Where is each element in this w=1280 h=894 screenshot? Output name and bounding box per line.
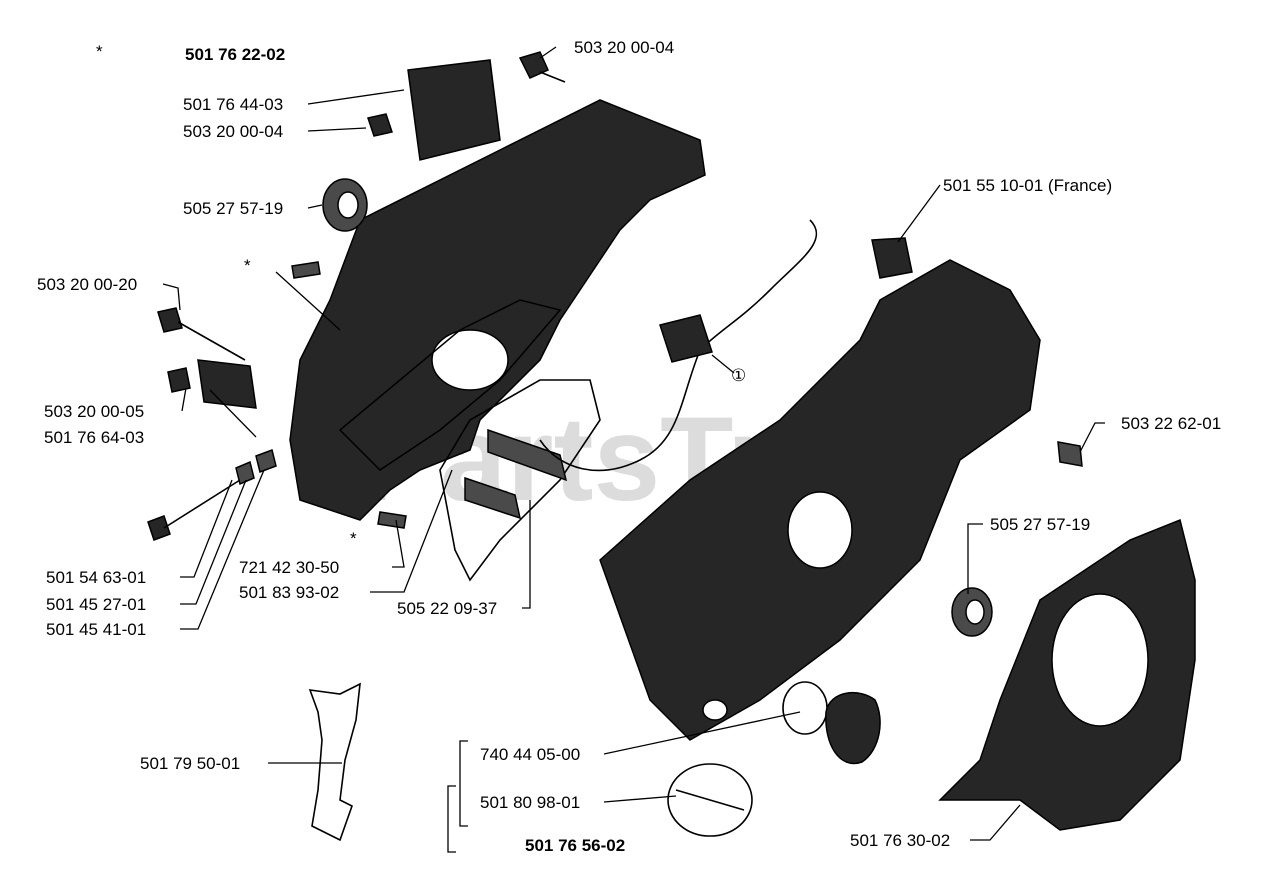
part-label-501-54-63-01: 501 54 63-01	[46, 568, 146, 587]
oil-seal-right-hole	[965, 599, 985, 625]
screw-plate[interactable]	[367, 113, 393, 137]
crankcase-bearing-seat	[431, 329, 509, 391]
part-label-505-27-57-19-right: 505 27 57-19	[990, 515, 1090, 534]
part-label-503-20-00-04: 503 20 00-04	[183, 122, 283, 141]
tank-cap-gasket-bar	[675, 789, 745, 811]
part-label-501-79-50-01: 501 79 50-01	[140, 754, 240, 773]
assembly-label-bottom: 501 76 56-02	[525, 836, 625, 855]
assembly-label-top: 501 76 22-02	[185, 45, 285, 64]
part-label-505-22-09-37: 505 22 09-37	[397, 599, 497, 618]
part-label-501-83-93-02: 501 83 93-02	[239, 583, 339, 602]
part-label-721-42-30-50: 721 42 30-50	[239, 558, 339, 577]
leader-lines	[162, 46, 1105, 853]
oil-cap[interactable]	[825, 692, 881, 765]
circle-marker: ①	[731, 366, 746, 385]
ignition-module[interactable]	[197, 359, 257, 409]
part-label-740-44-05-00: 740 44 05-00	[480, 745, 580, 764]
small-clip-a[interactable]	[235, 460, 255, 486]
part-label-501-45-41-01: 501 45 41-01	[46, 620, 146, 639]
part-label-505-27-57-19-left: 505 27 57-19	[183, 199, 283, 218]
part-label-501-45-27-01: 501 45 27-01	[46, 595, 146, 614]
bolt-lower[interactable]	[464, 476, 522, 520]
part-label-503-20-00-04-top: 503 20 00-04	[574, 38, 674, 57]
asterisk-left-dowel: *	[244, 256, 251, 275]
part-label-501-80-98-01: 501 80 98-01	[480, 793, 580, 812]
wire-connector[interactable]	[659, 314, 713, 363]
bolt-upper[interactable]	[487, 428, 568, 482]
part-label-503-22-62-01: 503 22 62-01	[1121, 414, 1221, 433]
part-label-503-20-00-20: 503 20 00-20	[37, 275, 137, 294]
screw-short[interactable]	[167, 367, 191, 393]
o-ring[interactable]	[782, 681, 828, 735]
part-label-501-55-10-01-france: 501 55 10-01 (France)	[943, 176, 1112, 195]
part-label-503-20-00-05: 503 20 00-05	[44, 402, 144, 421]
asterisk-bottom-dowel: *	[350, 529, 357, 548]
clip-right[interactable]	[1057, 441, 1083, 467]
screw-top-shank	[539, 71, 566, 83]
dowel-pin-bottom[interactable]	[377, 511, 407, 529]
crankcase-gasket[interactable]	[439, 379, 601, 582]
part-label-501-76-44-03: 501 76 44-03	[183, 95, 283, 114]
part-label-501-76-30-02: 501 76 30-02	[850, 831, 950, 850]
small-clip-b[interactable]	[255, 449, 277, 473]
screw-long[interactable]	[157, 307, 183, 333]
left-crankcase-half[interactable]	[289, 99, 706, 521]
dowel-pin-top[interactable]	[291, 261, 321, 279]
screw-top[interactable]	[518, 51, 549, 79]
chain-catcher[interactable]	[308, 682, 361, 842]
asterisk-top: *	[96, 42, 103, 61]
heat-shield-plate[interactable]	[407, 59, 501, 161]
clutch-cover-opening	[1051, 593, 1149, 727]
screw-long-shank	[177, 321, 246, 361]
right-crankcase-small-hole	[702, 699, 728, 721]
oil-seal-left-hole	[337, 191, 359, 219]
right-crankcase-bore	[787, 491, 853, 569]
crankcase-gasket-edge	[338, 299, 562, 471]
screw-bottom-left-shank	[163, 479, 241, 529]
tank-cap-gasket[interactable]	[667, 763, 753, 837]
screw-bottom-left[interactable]	[147, 515, 171, 541]
part-label-501-76-64-03: 501 76 64-03	[44, 428, 144, 447]
france-part-block[interactable]	[871, 237, 913, 279]
